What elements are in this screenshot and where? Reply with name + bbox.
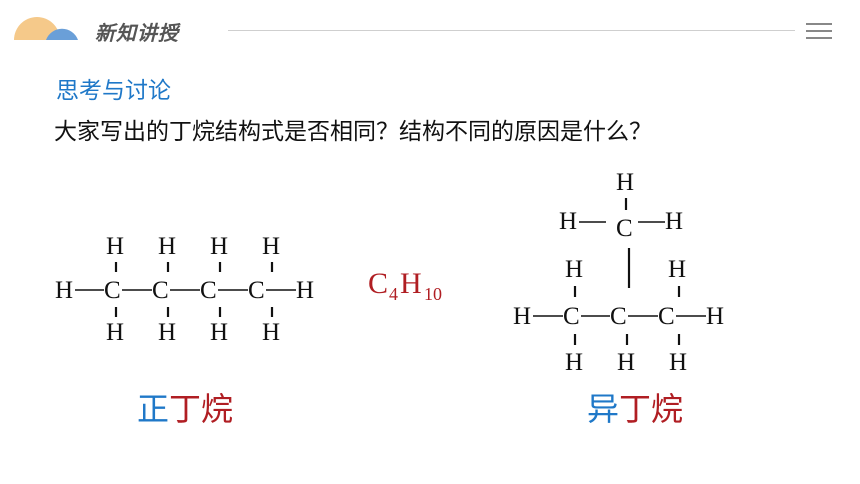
atom-h: H <box>565 349 583 376</box>
molecular-formula: C 4 H 10 <box>368 267 442 304</box>
formula-c-subscript: 4 <box>389 284 398 304</box>
atom-h: H <box>565 256 583 283</box>
atom-c: C <box>104 277 121 304</box>
n-butane-prefix: 正 <box>137 390 170 428</box>
hamburger-menu-icon[interactable] <box>806 22 832 40</box>
formula-h-subscript: 10 <box>424 284 442 304</box>
atom-c: C <box>616 215 633 242</box>
isobutane-prefix: 异 <box>587 390 620 428</box>
atom-h: H <box>617 349 635 376</box>
atom-h: H <box>669 349 687 376</box>
atom-c: C <box>200 277 217 304</box>
atom-h: H <box>210 233 228 260</box>
atom-c: C <box>152 277 169 304</box>
header-title: 新知讲授 <box>95 21 179 45</box>
atom-c: C <box>248 277 265 304</box>
atom-h: H <box>665 208 683 235</box>
atom-c: C <box>610 303 627 330</box>
atom-c: C <box>658 303 675 330</box>
atom-h: H <box>262 319 280 346</box>
formula-c: C <box>368 267 388 300</box>
atom-h: H <box>616 169 634 196</box>
atom-h: H <box>158 233 176 260</box>
atom-h: H <box>296 277 314 304</box>
atom-h: H <box>55 277 73 304</box>
isobutane-structure: H H C H H H H C C C H H H H <box>513 169 724 376</box>
n-butane-structure: H H H H H C C C C H H H H H <box>55 233 314 346</box>
atom-h: H <box>262 233 280 260</box>
atom-h: H <box>210 319 228 346</box>
atom-h: H <box>106 319 124 346</box>
section-heading: 思考与讨论 <box>56 78 171 104</box>
logo-icon <box>14 17 78 40</box>
atom-h: H <box>559 208 577 235</box>
formula-h: H <box>400 267 422 300</box>
atom-h: H <box>706 303 724 330</box>
n-butane-name: 正丁烷 <box>137 384 233 430</box>
atom-h: H <box>106 233 124 260</box>
isobutane-name: 异丁烷 <box>587 384 683 430</box>
atom-h: H <box>513 303 531 330</box>
header-divider <box>228 30 795 31</box>
n-butane-suffix: 丁烷 <box>169 390 234 428</box>
atom-c: C <box>563 303 580 330</box>
discussion-question: 大家写出的丁烷结构式是否相同？结构不同的原因是什么？ <box>54 119 652 145</box>
atom-h: H <box>158 319 176 346</box>
atom-h: H <box>668 256 686 283</box>
isobutane-suffix: 丁烷 <box>619 390 684 428</box>
